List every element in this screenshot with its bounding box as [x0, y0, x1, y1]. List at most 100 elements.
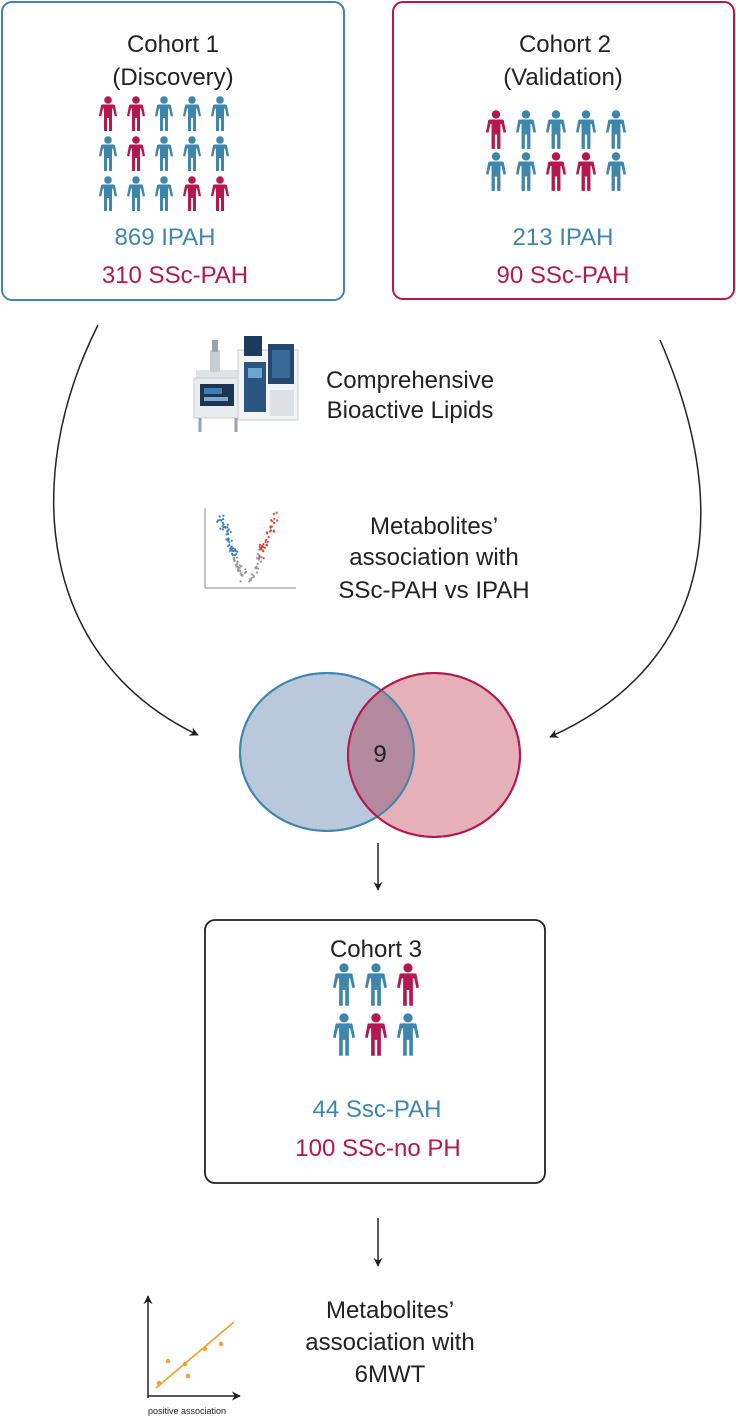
cohort3-sscpah-count: 44 Ssc-PAH	[313, 1096, 442, 1123]
person-icon	[155, 96, 173, 131]
person-icon	[127, 176, 145, 211]
scatter-caption: positive association	[148, 1406, 226, 1416]
volcano-point	[226, 526, 229, 529]
6mwt-step-line1: Metabolites’	[326, 1297, 454, 1324]
6mwt-step-line3: 6MWT	[355, 1361, 426, 1388]
volcano-point	[240, 565, 243, 568]
volcano-point	[233, 554, 236, 557]
association-step-line1: Metabolites’	[370, 513, 498, 540]
person-icon	[606, 152, 626, 191]
volcano-point	[229, 530, 232, 534]
volcano-point	[218, 515, 221, 518]
cohort1-people-icons	[99, 96, 229, 211]
volcano-point	[260, 547, 263, 550]
scatter-point	[182, 1361, 188, 1367]
cohort2-subtitle: (Validation)	[503, 64, 623, 91]
volcano-point	[252, 576, 255, 579]
person-icon	[99, 136, 117, 171]
volcano-point	[239, 569, 242, 572]
volcano-point	[237, 570, 240, 573]
venn-overlap	[348, 673, 414, 831]
volcano-point	[226, 532, 230, 535]
volcano-point	[230, 549, 233, 552]
volcano-point	[226, 529, 229, 532]
cohort3-title: Cohort 3	[330, 936, 422, 963]
scatter-point	[156, 1380, 162, 1386]
volcano-point	[229, 547, 232, 550]
volcano-point	[258, 546, 261, 549]
volcano-point	[255, 565, 258, 568]
volcano-point	[264, 539, 267, 542]
cohort3-box: Cohort 3 44 Ssc-PAH 100 SSc-no PH	[204, 919, 546, 1184]
volcano-point	[255, 557, 258, 560]
scatter-trend-line	[155, 1321, 235, 1389]
person-icon	[516, 110, 536, 149]
person-icon	[99, 96, 117, 131]
volcano-point	[270, 525, 273, 528]
cohort2-border	[392, 1, 735, 300]
person-icon	[576, 110, 596, 149]
volcano-point	[248, 580, 251, 583]
volcano-point	[220, 519, 223, 522]
volcano-point	[272, 530, 275, 533]
venn-diagram: 9	[239, 672, 521, 838]
volcano-point	[230, 539, 233, 542]
cohort2-to-venn-arrow	[549, 339, 702, 738]
volcano-point	[273, 521, 276, 525]
cohort2-box: Cohort 2 (Validation) 213 IPAH 90 SSc-PA…	[392, 1, 735, 300]
volcano-point	[235, 556, 238, 559]
volcano-point	[270, 529, 273, 532]
volcano-point	[266, 540, 269, 544]
volcano-point	[262, 557, 265, 560]
person-icon	[155, 176, 173, 211]
cohort2-title: Cohort 2	[519, 31, 611, 58]
volcano-point	[224, 526, 227, 529]
volcano-point	[276, 519, 279, 522]
volcano-point	[236, 560, 239, 563]
volcano-point	[233, 559, 236, 563]
association-step-line2: association with	[349, 544, 518, 571]
volcano-point	[275, 511, 278, 514]
volcano-point	[267, 536, 270, 539]
cohort2-sscpah-count: 90 SSc-PAH	[497, 262, 630, 289]
scatter-plot-icon: positive association	[143, 1295, 241, 1416]
volcano-point	[250, 573, 253, 576]
volcano-point	[261, 545, 264, 549]
volcano-point	[244, 568, 247, 571]
cohort1-subtitle: (Discovery)	[112, 64, 233, 91]
person-icon	[211, 136, 229, 171]
person-icon	[211, 96, 229, 131]
volcano-point	[225, 538, 228, 541]
volcano-point	[264, 541, 267, 544]
volcano-point	[272, 512, 276, 516]
volcano-point	[259, 555, 262, 558]
mass-spectrometer-icon	[193, 336, 299, 432]
person-icon	[576, 152, 596, 191]
volcano-point	[259, 543, 262, 546]
person-icon	[183, 96, 201, 131]
person-icon	[397, 1013, 419, 1056]
volcano-point	[271, 520, 274, 523]
cohort1-border	[1, 1, 345, 301]
scatter-point	[218, 1341, 224, 1347]
volcano-point	[252, 574, 255, 577]
scatter-point	[185, 1373, 191, 1379]
cohort1-title: Cohort 1	[127, 31, 219, 58]
volcano-point	[226, 523, 229, 526]
lipids-step-line1: Comprehensive	[326, 367, 494, 394]
person-icon	[606, 110, 626, 149]
volcano-point	[273, 517, 276, 520]
volcano-point	[241, 574, 244, 577]
person-icon	[546, 110, 566, 149]
volcano-point	[256, 553, 259, 556]
volcano-point	[233, 549, 236, 552]
6mwt-step-line2: association with	[305, 1329, 474, 1356]
volcano-point	[239, 572, 242, 575]
volcano-point	[232, 557, 235, 560]
volcano-point	[255, 571, 258, 574]
volcano-point	[263, 546, 267, 549]
cohort3-sscnoph-count: 100 SSc-no PH	[295, 1135, 460, 1162]
person-icon	[546, 152, 566, 191]
scatter-point	[202, 1346, 208, 1352]
